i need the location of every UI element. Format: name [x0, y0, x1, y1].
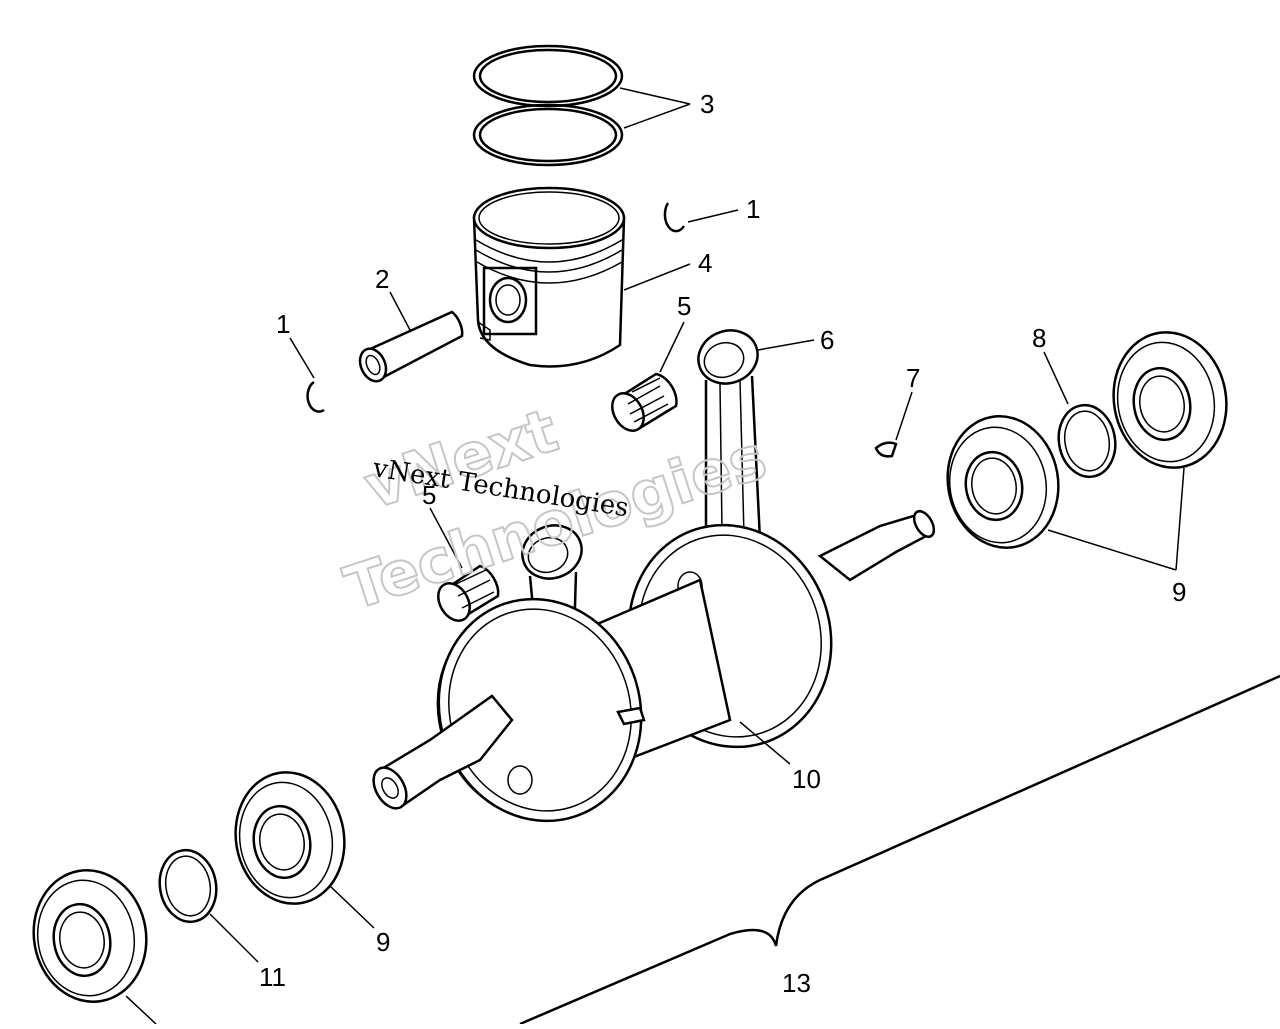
- callout-1-right: 1: [746, 194, 760, 224]
- callout-4: 4: [698, 248, 712, 278]
- seal-right: [1112, 331, 1228, 469]
- crankshaft: [372, 509, 936, 823]
- woodruff-key: [874, 391, 913, 458]
- leader-3: [619, 87, 691, 129]
- needle-bearing-lower: [429, 507, 500, 622]
- shim-left: [158, 848, 259, 963]
- callout-5-lower: 5: [422, 480, 436, 510]
- callout-9-left: 9: [376, 927, 390, 957]
- callout-13: 13: [782, 968, 811, 998]
- callout-9-right: 9: [1172, 577, 1186, 607]
- assembly-bracket-13: [519, 674, 1280, 1026]
- callout-10: 10: [792, 764, 821, 794]
- piston: [472, 186, 691, 368]
- circlip-left: [289, 337, 325, 413]
- callout-5-upper: 5: [677, 291, 691, 321]
- circlip-right: [663, 202, 739, 233]
- wrist-pin: [358, 291, 464, 383]
- connecting-rod-upper: [697, 329, 815, 541]
- callout-11: 11: [259, 962, 286, 992]
- callout-3: 3: [700, 89, 714, 119]
- bearing-right: [946, 415, 1060, 549]
- piston-rings: [472, 44, 624, 167]
- callout-1-left: 1: [276, 309, 290, 339]
- callout-8: 8: [1032, 323, 1046, 353]
- shim-right: [1043, 351, 1117, 479]
- callout-2: 2: [375, 264, 389, 294]
- callout-6: 6: [820, 325, 834, 355]
- callout-7: 7: [906, 363, 920, 393]
- seal-left: [32, 869, 157, 1025]
- bearing-left: [234, 771, 375, 929]
- leader-9-right: [1047, 467, 1185, 571]
- needle-bearing-upper: [611, 321, 685, 432]
